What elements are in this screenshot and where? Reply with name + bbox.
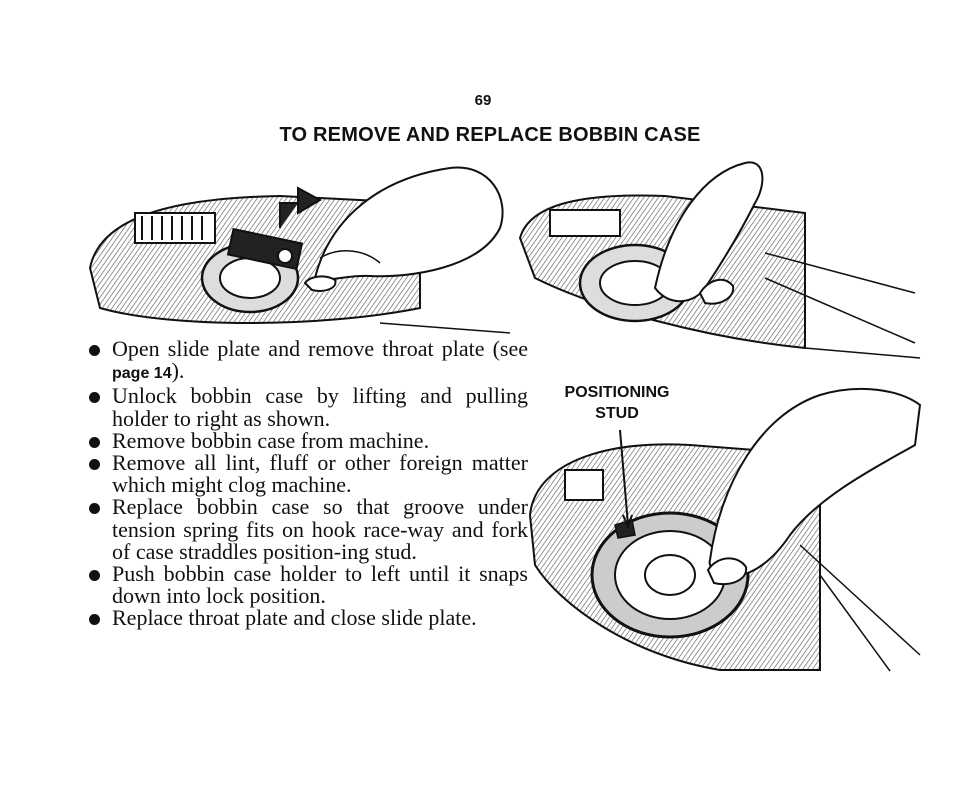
- step-text: Replace throat plate and close slide pla…: [112, 605, 477, 631]
- instruction-step: Remove all lint, fluff or other foreign …: [85, 450, 528, 498]
- instruction-step: Push bobbin case holder to left until it…: [85, 561, 528, 609]
- caption-line-2: STUD: [595, 405, 639, 422]
- instruction-step: Remove bobbin case from machine.: [85, 427, 528, 453]
- instruction-step: Open slide plate and remove throat plate…: [85, 336, 528, 385]
- step-text: Replace bobbin case so that groove under…: [112, 494, 528, 564]
- bullet-icon: [89, 614, 100, 626]
- step-text: Push bobbin case holder to left until it…: [112, 561, 528, 609]
- page-reference: page 14: [112, 365, 172, 383]
- page-title: TO REMOVE AND REPLACE BOBBIN CASE: [279, 124, 701, 146]
- bullet-icon: [89, 570, 100, 582]
- caption-line-1: POSITIONING: [564, 384, 670, 401]
- instruction-step: Unlock bobbin case by lifting and pullin…: [85, 385, 528, 429]
- bullet-icon: [89, 345, 100, 356]
- illustration-positioning-stud: [528, 387, 922, 672]
- step-text: Remove bobbin case from machine.: [112, 427, 430, 453]
- illustration-remove-bobbin-case: [518, 161, 921, 359]
- positioning-stud-caption: POSITIONING STUD: [547, 382, 687, 424]
- bullet-icon: [89, 459, 100, 471]
- step-text-end: ).: [171, 358, 185, 384]
- instruction-step: Replace bobbin case so that groove under…: [85, 496, 528, 563]
- instruction-list: Open slide plate and remove throat plate…: [85, 336, 528, 630]
- step-text: Open slide plate and remove throat plate…: [112, 336, 528, 361]
- bullet-icon: [89, 503, 100, 515]
- bullet-icon: [89, 436, 100, 448]
- page-number: 69: [474, 92, 492, 109]
- bullet-icon: [89, 392, 100, 404]
- illustration-unlock-bobbin-case: [88, 166, 511, 334]
- step-text: Unlock bobbin case by lifting and pullin…: [112, 383, 528, 431]
- instruction-step: Replace throat plate and close slide pla…: [85, 607, 528, 629]
- step-text: Remove all lint, fluff or other foreign …: [112, 450, 528, 498]
